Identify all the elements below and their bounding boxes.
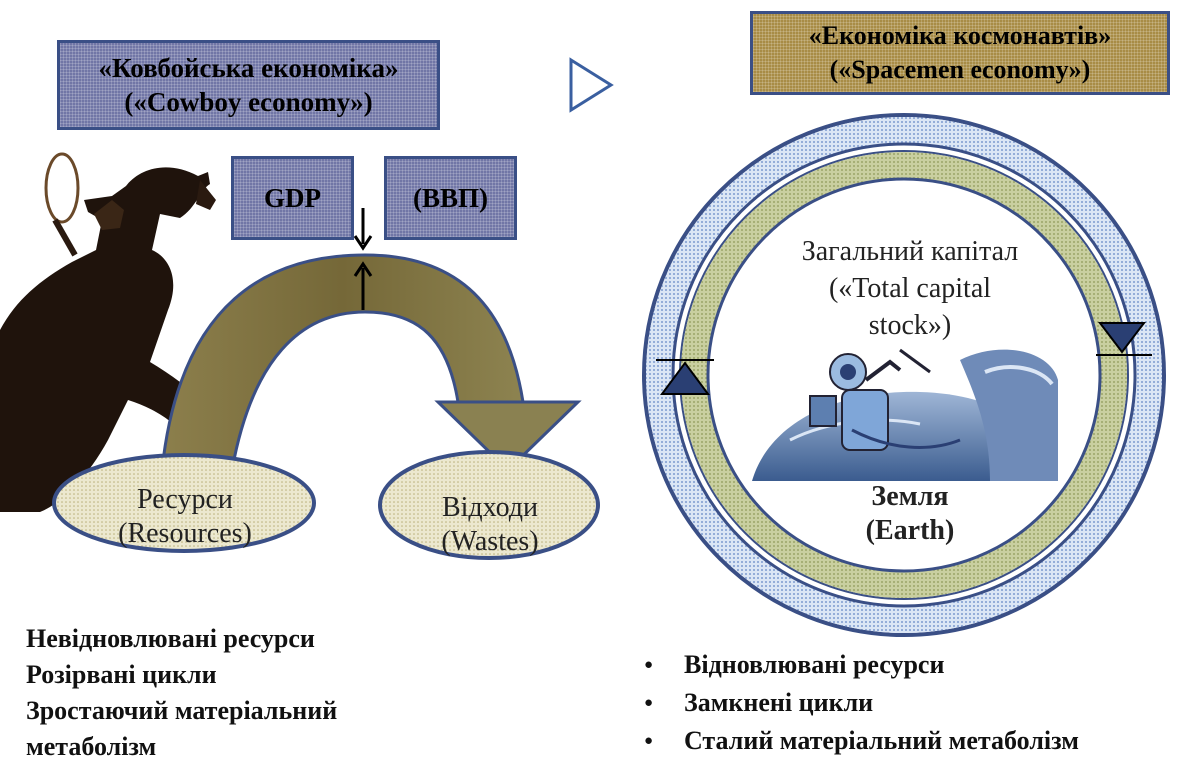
vvp-label: (ВВП) xyxy=(412,183,488,213)
spacemen-title-line1: «Економіка космонавтів» xyxy=(808,21,1112,50)
spacemen-feature-item: Відновлювані ресурси xyxy=(644,646,1079,684)
spacemen-title-line2: («Spacemen economy») xyxy=(829,55,1091,84)
triangle-right-icon xyxy=(569,57,614,113)
gdp-label-box: GDP xyxy=(231,156,354,240)
resources-line1: Ресурси xyxy=(137,484,233,515)
valve-left-icon xyxy=(656,359,714,395)
cowboy-feature-item: Зростаючий матеріальний xyxy=(26,696,338,725)
spacemen-features-list: Відновлювані ресурси Замкнені цикли Стал… xyxy=(644,646,1079,760)
wastes-label: Відходи (Wastes) xyxy=(385,491,595,559)
cowboy-feature-item: метаболізм xyxy=(26,732,157,761)
cowboy-title-line2: («Cowboy economy») xyxy=(124,87,373,117)
spacemen-economy-title: «Економіка космонавтів» («Spacemen econo… xyxy=(750,11,1170,95)
cowboy-feature-item: Розірвані цикли xyxy=(26,660,217,689)
cowboy-title-line1: «Ковбойська економіка» xyxy=(98,53,399,83)
earth-label: Земля (Earth) xyxy=(810,480,1010,548)
resources-label: Ресурси (Resources) xyxy=(70,483,300,551)
cowboy-economy-title: «Ковбойська економіка» («Cowboy economy»… xyxy=(57,40,440,130)
wastes-ellipse xyxy=(378,450,600,560)
capital-line3: stock») xyxy=(868,310,952,341)
spacemen-feature-item: Замкнені цикли xyxy=(644,684,1079,722)
capital-line2: («Total capital xyxy=(828,273,992,304)
spacemen-feature-item: Сталий матеріальний метаболізм xyxy=(644,722,1079,760)
vvp-label-box: (ВВП) xyxy=(384,156,517,240)
valve-right-icon xyxy=(1096,322,1152,356)
earth-line2: (Earth) xyxy=(865,515,955,546)
wastes-line2: (Wastes) xyxy=(441,526,539,557)
capital-line1: Загальний капітал xyxy=(801,236,1019,267)
earth-line1: Земля xyxy=(871,481,949,512)
cowboy-feature-item: Невідновлювані ресурси xyxy=(26,624,315,653)
gdp-flow-arrow xyxy=(160,253,582,473)
gdp-label: GDP xyxy=(264,183,321,213)
gdp-pressure-arrows xyxy=(353,208,373,310)
resources-line2: (Resources) xyxy=(118,518,252,549)
total-capital-label: Загальний капітал («Total capital stock»… xyxy=(760,233,1060,344)
astronaut-illustration xyxy=(752,343,1058,481)
cowboy-features-list: Невідновлювані ресурси Розірвані цикли З… xyxy=(26,621,337,765)
wastes-line1: Відходи xyxy=(441,492,539,523)
resources-ellipse xyxy=(52,453,316,553)
